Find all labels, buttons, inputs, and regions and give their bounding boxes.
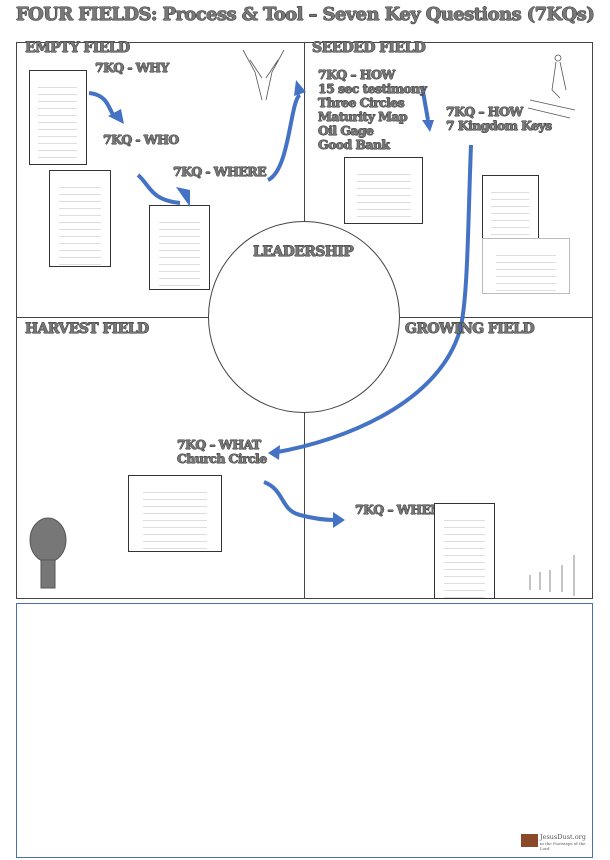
how-item: 7KQ – HOW [318,67,395,82]
baptisms-table-thumbnail [482,238,570,294]
how2-line: 7KQ – HOW [446,104,523,119]
arrow-where-how [266,93,302,182]
what-label: 7KQ – WHAT Church Circle [177,438,267,466]
leadership-label: LEADERSHIP [253,244,354,260]
arrow-growing-what [271,144,473,455]
notes-box[interactable] [16,603,593,858]
logo-site: JesusDust.org [540,833,586,841]
where-question: 7KQ - WHERE [173,164,267,179]
empty-field-heading: EMPTY FIELD [25,40,130,56]
where-worksheet-thumbnail [149,205,210,290]
jesusdust-logo[interactable]: JesusDust.org in the Footsteps of the Lo… [521,833,591,851]
how2-line: 7 Kingdom Keys [446,118,552,133]
seeded-field-heading: SEEDED FIELD [312,40,426,56]
when-question: 7KQ – WHEN [355,502,442,517]
who-question: 7KQ - WHO [103,132,179,147]
how-tools-list: 7KQ – HOW 15 sec testimony Three Circles… [318,67,427,152]
why-worksheet-thumbnail [29,70,87,165]
how-item: Maturity Map [318,109,408,124]
growing-field-heading: GROWING FIELD [405,321,535,337]
church-circle-thumbnail [128,475,222,552]
arrowheads [108,80,434,528]
when-worksheet-thumbnail [434,503,495,599]
harvest-field-heading: HARVEST FIELD [25,321,149,337]
what-line: Church Circle [177,451,267,466]
kingdom-keys-label: 7KQ – HOW 7 Kingdom Keys [446,105,552,133]
logo-tagline: in the Footsteps of the Lord [540,841,586,851]
leadership-circle [208,221,400,413]
arrow-why-who [88,91,116,118]
what-line: 7KQ – WHAT [177,437,261,452]
praying-hands-icon [242,49,285,101]
how-worksheet-thumbnail [344,157,423,224]
why-question: 7KQ - WHY [95,60,169,75]
how-item: Oil Gage [318,123,374,138]
growing-plants-icon [529,555,575,596]
how-item: 15 sec testimony [318,81,427,96]
how-item: Good Bank [318,137,390,152]
arrow-what-when [263,480,336,522]
arrow-who-where [136,173,181,205]
arrow-how-keys [420,85,430,121]
how-item: Three Circles [318,95,405,110]
page-title: FOUR FIELDS: Process & Tool – Seven Key … [15,4,595,25]
logo-image [521,834,538,847]
sower-icon [527,54,576,119]
wheat-sheaf-icon [29,517,67,589]
who-worksheet-thumbnail [49,170,111,267]
